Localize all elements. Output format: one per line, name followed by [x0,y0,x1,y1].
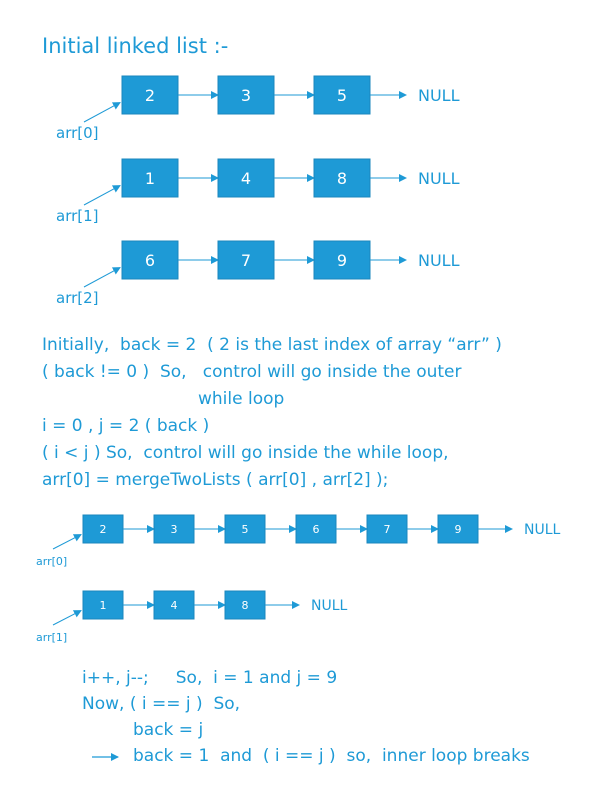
initial-list-node [313,75,371,115]
merged-list-node [224,590,266,620]
initial-list-node-value: 3 [241,86,251,105]
merged-list-node [153,590,195,620]
initial-list-head-label: arr[1] [56,207,99,225]
merged-list-node-value: 3 [171,523,178,536]
initial-list-null-label: NULL [418,86,460,105]
merged-list-node-value: 8 [242,599,249,612]
merged-list-null-label: NULL [524,522,561,538]
initial-list-node-value: 6 [145,251,155,270]
initial-list-head-arrow [83,185,121,206]
initial-list-node-value: 2 [145,86,155,105]
merged-list-node [366,514,408,544]
initial-list-node [217,240,275,280]
explanation-line-3: while loop [198,389,285,409]
result-line-1: i++, j--; So, i = 1 and j = 9 [82,668,338,688]
merged-list-node [153,514,195,544]
explanation-line-4: i = 0 , j = 2 ( back ) [42,416,210,436]
explanation-line-6: arr[0] = mergeTwoLists ( arr[0] , arr[2]… [42,470,389,490]
explanation-line-5: ( i < j ) So, control will go inside the… [42,443,449,463]
initial-list-head-arrow [83,267,121,288]
initial-list-node [313,240,371,280]
result-line-2: Now, ( i == j ) So, [82,694,241,714]
initial-list-head-label: arr[0] [56,124,99,142]
explanation-line-2: ( back != 0 ) So, control will go inside… [42,362,462,382]
merged-list-node-value: 6 [313,523,320,536]
diagram-title: Initial linked list :- [42,34,229,58]
initial-list-node [217,75,275,115]
initial-list-node-value: 9 [337,251,347,270]
initial-list-head-arrow [83,102,121,123]
initial-list-head-label: arr[2] [56,289,99,307]
result-line-4: back = 1 and ( i == j ) so, inner loop b… [133,746,530,766]
initial-list-node-value: 7 [241,251,251,270]
initial-list-node [121,158,179,198]
merged-list-null-label: NULL [311,598,348,614]
initial-list-node [121,240,179,280]
initial-list-node [121,75,179,115]
merged-list-head-label: arr[0] [36,555,67,568]
merged-list-node-value: 9 [455,523,462,536]
merged-list-node-value: 1 [100,599,107,612]
merged-list-node [224,514,266,544]
merged-list-node-value: 4 [171,599,178,612]
merged-list-node [295,514,337,544]
merged-list-head-arrow [52,534,82,550]
initial-list-node-value: 8 [337,169,347,188]
merged-list-head-label: arr[1] [36,631,67,644]
initial-list-node [313,158,371,198]
initial-list-node-value: 5 [337,86,347,105]
initial-list-null-label: NULL [418,251,460,270]
merged-list-node-value: 2 [100,523,107,536]
merged-list-node [82,514,124,544]
merged-list-head-arrow [52,610,82,626]
initial-list-node [217,158,275,198]
merged-list-node-value: 5 [242,523,249,536]
initial-list-node-value: 4 [241,169,251,188]
initial-list-null-label: NULL [418,169,460,188]
explanation-line-1: Initially, back = 2 ( 2 is the last inde… [42,335,502,355]
merged-list-node [82,590,124,620]
merged-list-node [437,514,479,544]
merged-list-node-value: 7 [384,523,391,536]
result-line-3: back = j [133,720,204,740]
initial-list-node-value: 1 [145,169,155,188]
